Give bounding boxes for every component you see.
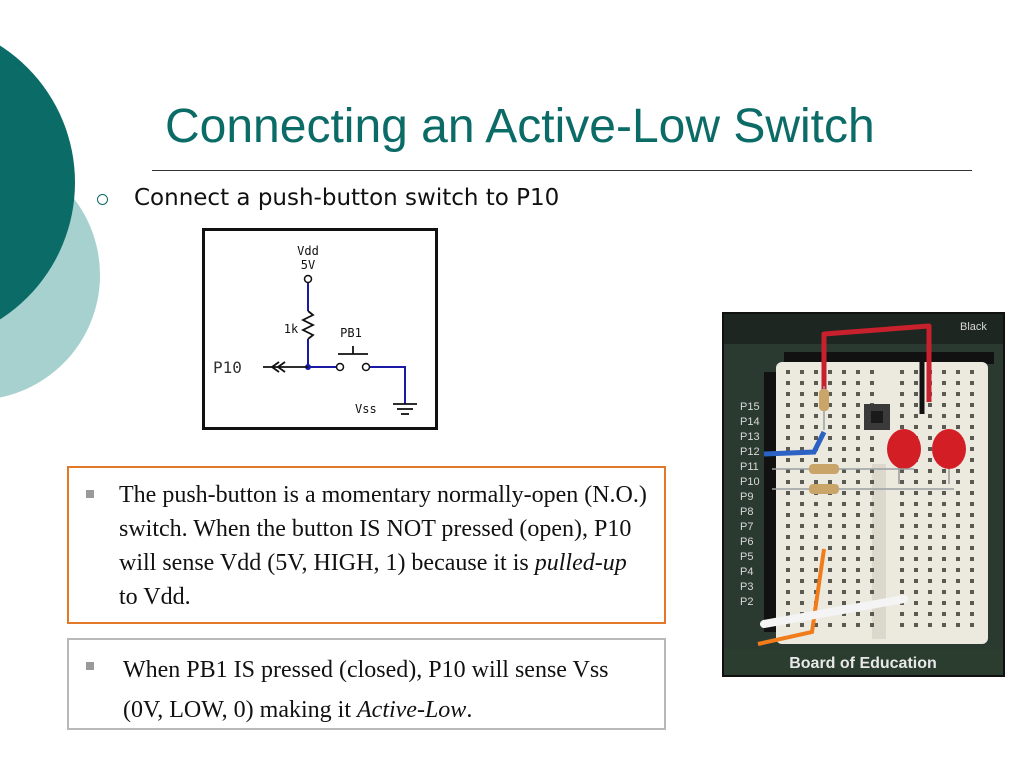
blue-jumper-wire bbox=[763, 430, 827, 457]
vdd-volts-label: 5V bbox=[301, 258, 315, 272]
switch-contact-icon bbox=[361, 362, 371, 372]
board-pin-label: P11 bbox=[740, 461, 759, 473]
board-pin-label: P3 bbox=[740, 581, 753, 593]
board-pin-label: P4 bbox=[740, 566, 753, 578]
note-text: When PB1 IS pressed (closed), P10 will s… bbox=[123, 657, 609, 723]
circuit-schematic: Vdd 5V 1k P10 PB1 bbox=[202, 228, 438, 430]
board-pin-label: P12 bbox=[740, 446, 760, 458]
title-divider bbox=[152, 170, 972, 171]
pin-arrow-icon bbox=[270, 361, 280, 373]
breadboard-holes bbox=[786, 370, 974, 627]
board-pin-label: P9 bbox=[740, 491, 753, 503]
board-pin-label: P8 bbox=[740, 506, 753, 518]
wire-switch-ground bbox=[370, 366, 406, 404]
pullup-resistor bbox=[819, 389, 829, 411]
note-box-pullup: The push-button is a momentary normally-… bbox=[67, 466, 666, 624]
ring-bullet-icon bbox=[97, 193, 108, 205]
board-pin-label: P14 bbox=[740, 416, 760, 428]
resistor-icon bbox=[300, 310, 316, 340]
square-bullet-icon bbox=[86, 662, 94, 670]
note-text-end: . bbox=[466, 697, 473, 723]
vdd-label: Vdd bbox=[297, 244, 319, 258]
vss-label: Vss bbox=[355, 402, 377, 416]
red-led bbox=[887, 429, 921, 469]
note-text: The push-button is a momentary normally-… bbox=[119, 482, 647, 576]
square-bullet-icon bbox=[86, 490, 94, 498]
board-pin-label: P15 bbox=[740, 401, 760, 413]
switch-contact-icon bbox=[335, 362, 345, 372]
note-emphasis: pulled-up bbox=[534, 550, 627, 576]
board-pin-label: P10 bbox=[740, 476, 760, 488]
board-pin-label: P2 bbox=[740, 596, 753, 608]
red-led bbox=[932, 429, 966, 469]
board-corner-label: Black bbox=[960, 321, 987, 333]
bullet-text: Connect a push-button switch to P10 bbox=[134, 185, 560, 211]
bullet-item: Connect a push-button switch to P10 bbox=[97, 185, 559, 211]
led-resistor bbox=[809, 464, 839, 474]
note-emphasis: Active-Low bbox=[357, 697, 467, 723]
board-caption: Board of Education bbox=[789, 655, 937, 672]
pin-arrow-icon bbox=[276, 361, 286, 373]
vdd-terminal-icon bbox=[303, 274, 313, 284]
note-box-active-low: When PB1 IS pressed (closed), P10 will s… bbox=[67, 638, 666, 730]
led-resistor bbox=[809, 484, 839, 494]
red-jumper-wire bbox=[821, 323, 932, 409]
resistor-label: 1k bbox=[284, 322, 299, 336]
note-text-end: to Vdd. bbox=[119, 584, 191, 610]
board-pin-label: P5 bbox=[740, 551, 753, 563]
slide-title: Connecting an Active-Low Switch bbox=[165, 100, 875, 153]
switch-label: PB1 bbox=[340, 326, 362, 340]
schematic-drawing: Vdd 5V 1k P10 PB1 bbox=[213, 244, 417, 416]
board-pin-label: P6 bbox=[740, 536, 753, 548]
orange-annotation-line bbox=[757, 548, 826, 646]
breadboard-channel bbox=[872, 464, 886, 639]
pin-label: P10 bbox=[213, 358, 242, 377]
board-pin-label: P7 bbox=[740, 521, 753, 533]
board-pin-label: P13 bbox=[740, 431, 760, 443]
